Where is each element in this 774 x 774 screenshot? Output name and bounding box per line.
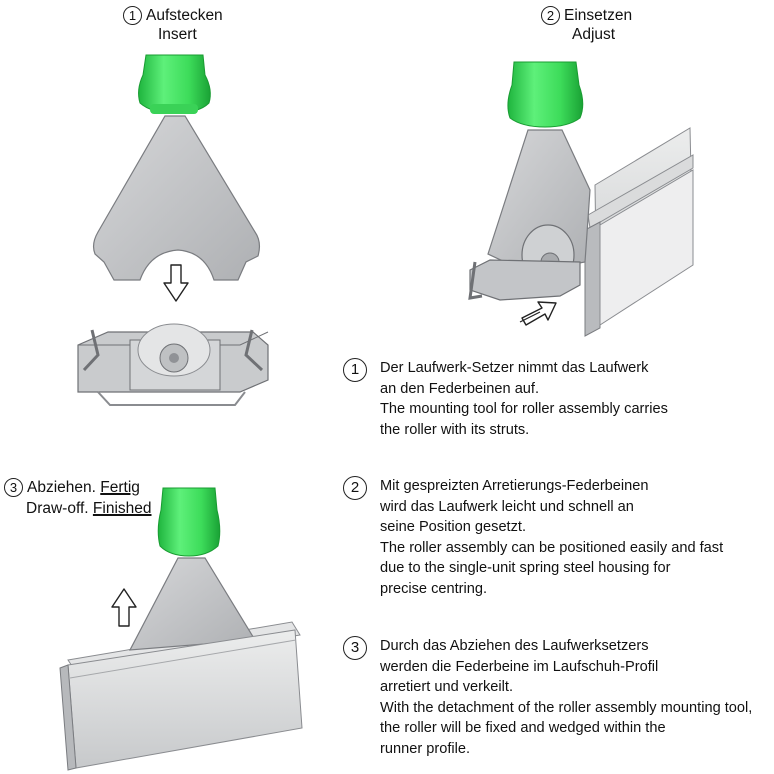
step-3-label-en-prefix: Draw-off.: [26, 500, 89, 518]
step-3-label-de-emph: Fertig: [100, 479, 140, 496]
description-line: runner profile.: [380, 740, 471, 757]
step-number-badge: 1: [343, 358, 367, 382]
description-line: werden die Federbeine im Laufschuh-Profi…: [380, 658, 659, 675]
arrow-up-icon: [111, 588, 137, 627]
description-2: 2 Mit gespreizten Arretierungs-Federbein…: [343, 476, 723, 599]
tool-plate-1: [92, 115, 261, 281]
step-number-badge: 2: [343, 476, 367, 500]
step-1-label-de: Aufstecken: [146, 7, 223, 24]
tool-handle-3: [157, 487, 221, 557]
step-number-badge: 2: [541, 6, 560, 26]
step-number-badge: 3: [343, 636, 367, 660]
description-1: 1 Der Laufwerk-Setzer nimmt das Laufwerk…: [343, 358, 668, 440]
illustration-step-3: [59, 487, 303, 771]
tool-plate-3: [128, 557, 257, 651]
description-line: With the detachment of the roller assemb…: [380, 699, 753, 716]
step-2-label-de: Einsetzen: [564, 7, 633, 24]
description-line: an den Federbeinen auf.: [380, 380, 540, 397]
description-line: arretiert und verkeilt.: [380, 679, 514, 695]
description-line: due to the single-unit spring steel hous…: [380, 560, 671, 576]
description-line: precise centring.: [380, 580, 488, 597]
description-line: Mit gespreizten Arretierungs-Federbeinen: [380, 478, 649, 494]
roller-assembly-1: [77, 323, 269, 406]
description-line: wird das Laufwerk leicht und schnell an: [380, 498, 634, 515]
description-3: 3 Durch das Abziehen des Laufwerksetzers…: [343, 636, 752, 759]
step-3-label-en-emph: Finished: [92, 500, 152, 518]
description-line: seine Position gesetzt.: [380, 519, 527, 535]
step-number-badge: 3: [4, 478, 23, 498]
description-line: The roller assembly can be positioned ea…: [380, 539, 724, 556]
arrow-down-icon: [163, 264, 189, 302]
description-line: The mounting tool for roller assembly ca…: [380, 401, 668, 417]
description-line: the roller will be fixed and wedged with…: [380, 720, 666, 736]
description-line: the roller with its struts.: [380, 421, 530, 438]
description-line: Durch das Abziehen des Laufwerksetzers: [380, 638, 649, 654]
description-line: Der Laufwerk-Setzer nimmt das Laufwerk: [380, 360, 649, 376]
step-3-label-de-prefix: Abziehen.: [27, 479, 96, 496]
tool-handle-1: [138, 54, 211, 114]
step-1-label-en: Insert: [158, 26, 197, 44]
tool-handle-2: [507, 61, 584, 128]
illustration-step-2: [468, 61, 694, 337]
arrow-diagonal-icon: [519, 301, 557, 326]
step-2-label-en: Adjust: [572, 26, 616, 44]
step-number-badge: 1: [123, 6, 142, 26]
